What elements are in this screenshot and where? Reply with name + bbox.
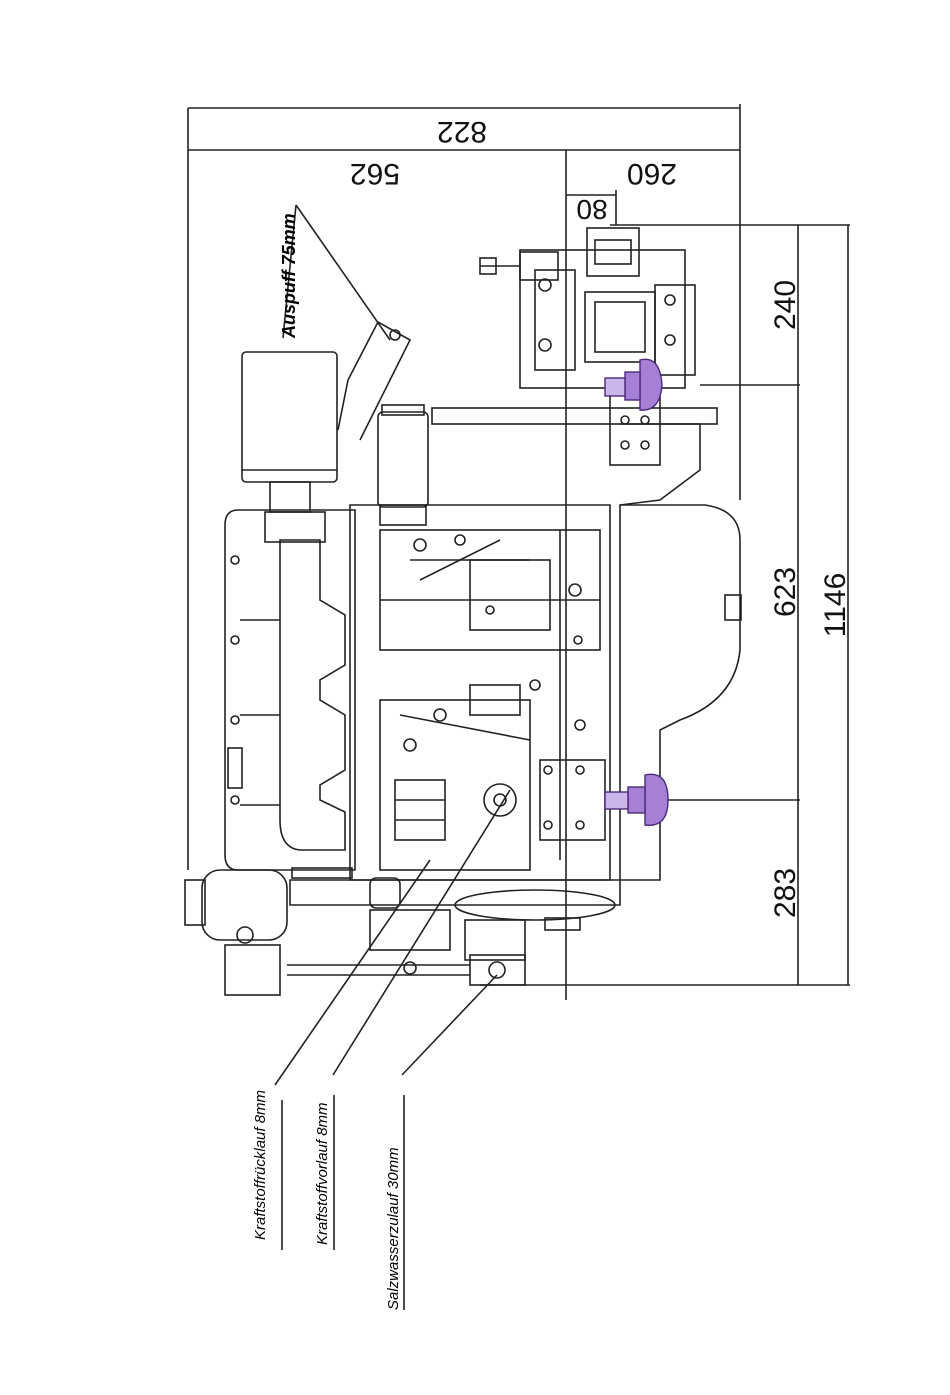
engine-block [350,505,741,880]
oil-filter [378,405,428,525]
dim-right-width: 260 [627,157,677,190]
label-exhaust: Auspuff 75mm [279,213,299,339]
injection-pump [380,685,530,870]
exhaust-elbow [338,322,410,440]
lower-assembly [290,868,620,985]
label-fuel-return: Kraftstoffrücklauf 8mm [252,1090,269,1240]
label-saltwater-intake: Salzwasserzulauf 30mm [385,1147,402,1310]
label-fuel-supply: Kraftstoffvorlauf 8mm [314,1102,331,1245]
dim-flange: 80 [576,194,607,225]
dim-left-width: 562 [350,157,400,190]
mounting-plate [432,408,717,505]
dim-total-width: 822 [437,115,487,148]
accent-couplings [605,359,668,825]
dim-h-mid: 623 [769,567,802,617]
manifold [225,510,355,870]
gearbox [480,228,695,465]
leader-lines [275,205,510,1310]
dim-h-bottom: 283 [769,868,802,918]
water-pump [185,870,470,995]
dim-h-total: 1146 [819,573,852,638]
dim-h-top: 240 [769,280,802,330]
air-filter [242,352,337,542]
